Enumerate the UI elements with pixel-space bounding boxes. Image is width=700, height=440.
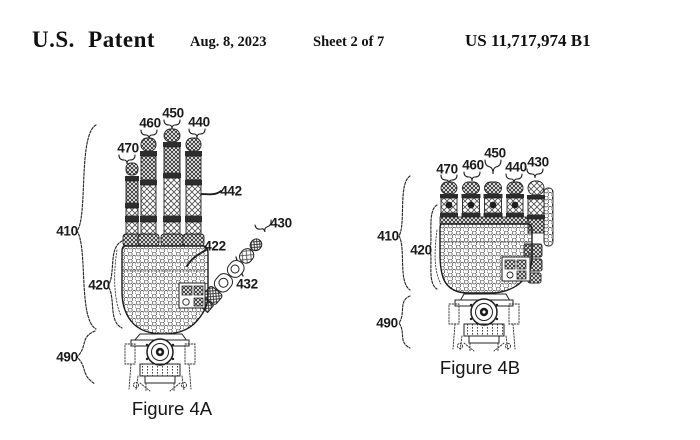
ref-label-442-fig4a: 442 [220,183,242,199]
fist-fingers-4b [439,181,531,225]
brace-490-fig4b [398,295,411,349]
patent-header-date: Aug. 8, 2023 [190,34,267,50]
ref-label-450-fig4a: 450 [162,105,184,121]
finger-middle-4a [160,128,184,247]
finger-ring-4a [137,137,160,247]
brace-420-fig4b [429,204,438,290]
palm-4a [114,245,209,335]
finger-pinky-4a [122,162,142,247]
wrist-mechanism-4b [448,293,520,353]
ref-label-430-fig4b: 430 [527,154,549,170]
ref-label-440-fig4a: 440 [188,114,210,130]
ref-label-490-fig4b: 490 [376,315,398,331]
ref-label-420-fig4a: 420 [88,277,110,293]
palm-4b [434,223,533,294]
ref-label-422-fig4a: 422 [204,238,226,254]
figure-4a-drawing [76,119,272,393]
ref-label-432-fig4a: 432 [236,276,258,292]
figure-4a-caption: Figure 4A [131,398,213,419]
brace-490-fig4a [76,330,96,385]
label-brackets-fig4a [118,119,272,233]
ref-label-470-fig4a: 470 [117,140,139,156]
brace-420-fig4a [107,240,123,329]
brace-410-fig4b [398,175,411,291]
ref-label-490-fig4a: 490 [56,349,78,365]
patent-header-sheet: Sheet 2 of 7 [313,34,385,50]
ref-label-470-fig4b: 470 [436,161,458,177]
patent-header-title: U.S. Patent [32,27,156,52]
ref-label-440-fig4b: 440 [505,159,527,175]
ref-label-460-fig4a: 460 [139,115,161,131]
brace-410-fig4a [76,124,97,330]
ref-label-420-fig4b: 420 [410,242,432,258]
ref-label-410-fig4b: 410 [377,228,399,244]
figure-4b-caption: Figure 4B [439,357,521,378]
ref-label-410-fig4a: 410 [56,223,78,239]
figure-4b-drawing [398,159,554,353]
wrist-mechanism-4a [124,333,196,393]
label-brackets-fig4b [440,159,544,185]
ref-label-460-fig4b: 460 [462,157,484,173]
ref-label-430-fig4a: 430 [270,215,292,231]
finger-index-4a [182,137,205,247]
ref-label-450-fig4b: 450 [484,145,506,161]
patent-header-number: US 11,717,974 B1 [465,31,591,50]
